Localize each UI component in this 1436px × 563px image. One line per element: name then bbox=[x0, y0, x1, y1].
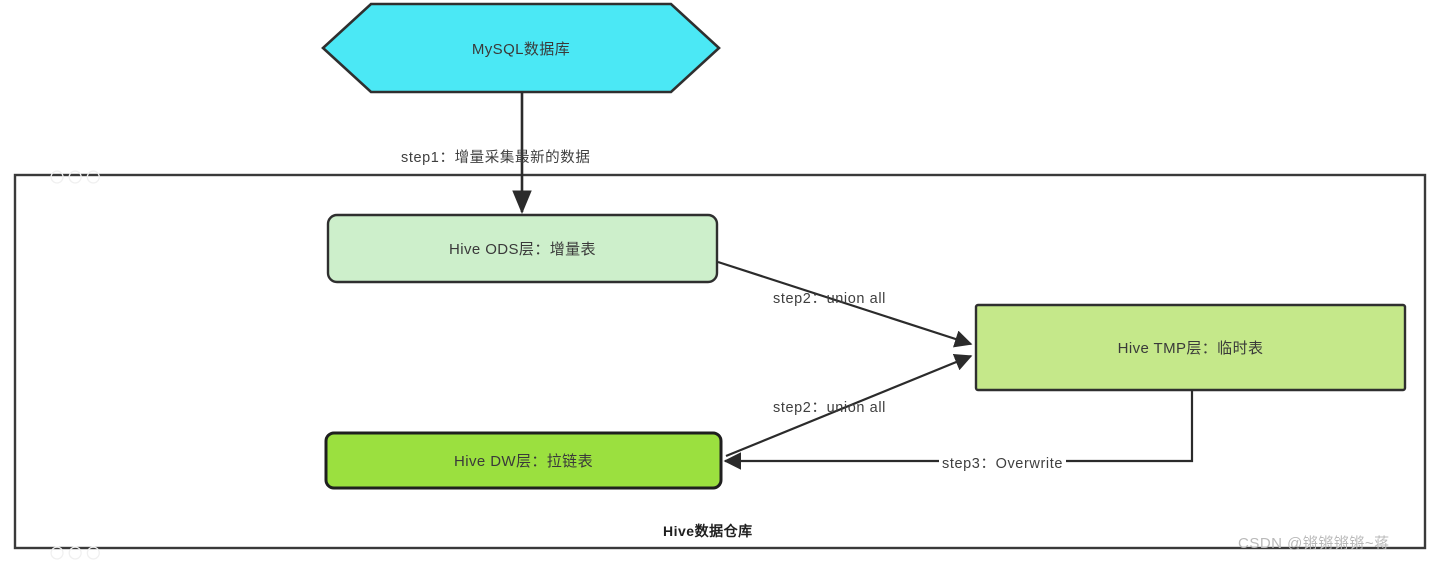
node-dw-shape[interactable] bbox=[324, 431, 723, 490]
node-tmp-shape[interactable] bbox=[974, 303, 1407, 392]
csdn-watermark: CSDN @锵锵锵锵~蒋 bbox=[1238, 535, 1390, 552]
edge-tmp-to-dw bbox=[723, 390, 1194, 470]
edge-label-step3: step3：Overwrite bbox=[939, 452, 1067, 473]
edge-label-step1: step1：增量采集最新的数据 bbox=[401, 150, 591, 166]
edge-label-step2-dw: step2：union all bbox=[773, 400, 886, 416]
hive-warehouse-container bbox=[13, 173, 1427, 550]
hive-warehouse-title: Hive数据仓库 bbox=[663, 523, 753, 539]
edge-dw-to-tmp bbox=[725, 353, 973, 458]
node-mysql-shape[interactable] bbox=[321, 2, 721, 94]
watermark-ghost-bottom: ○○○ bbox=[48, 536, 103, 563]
node-ods-shape[interactable] bbox=[326, 213, 719, 284]
edge-label-step2-ods: step2：union all bbox=[773, 291, 886, 307]
watermark-ghost-top: ○○○ bbox=[48, 160, 103, 193]
edge-ods-to-tmp bbox=[717, 260, 973, 348]
